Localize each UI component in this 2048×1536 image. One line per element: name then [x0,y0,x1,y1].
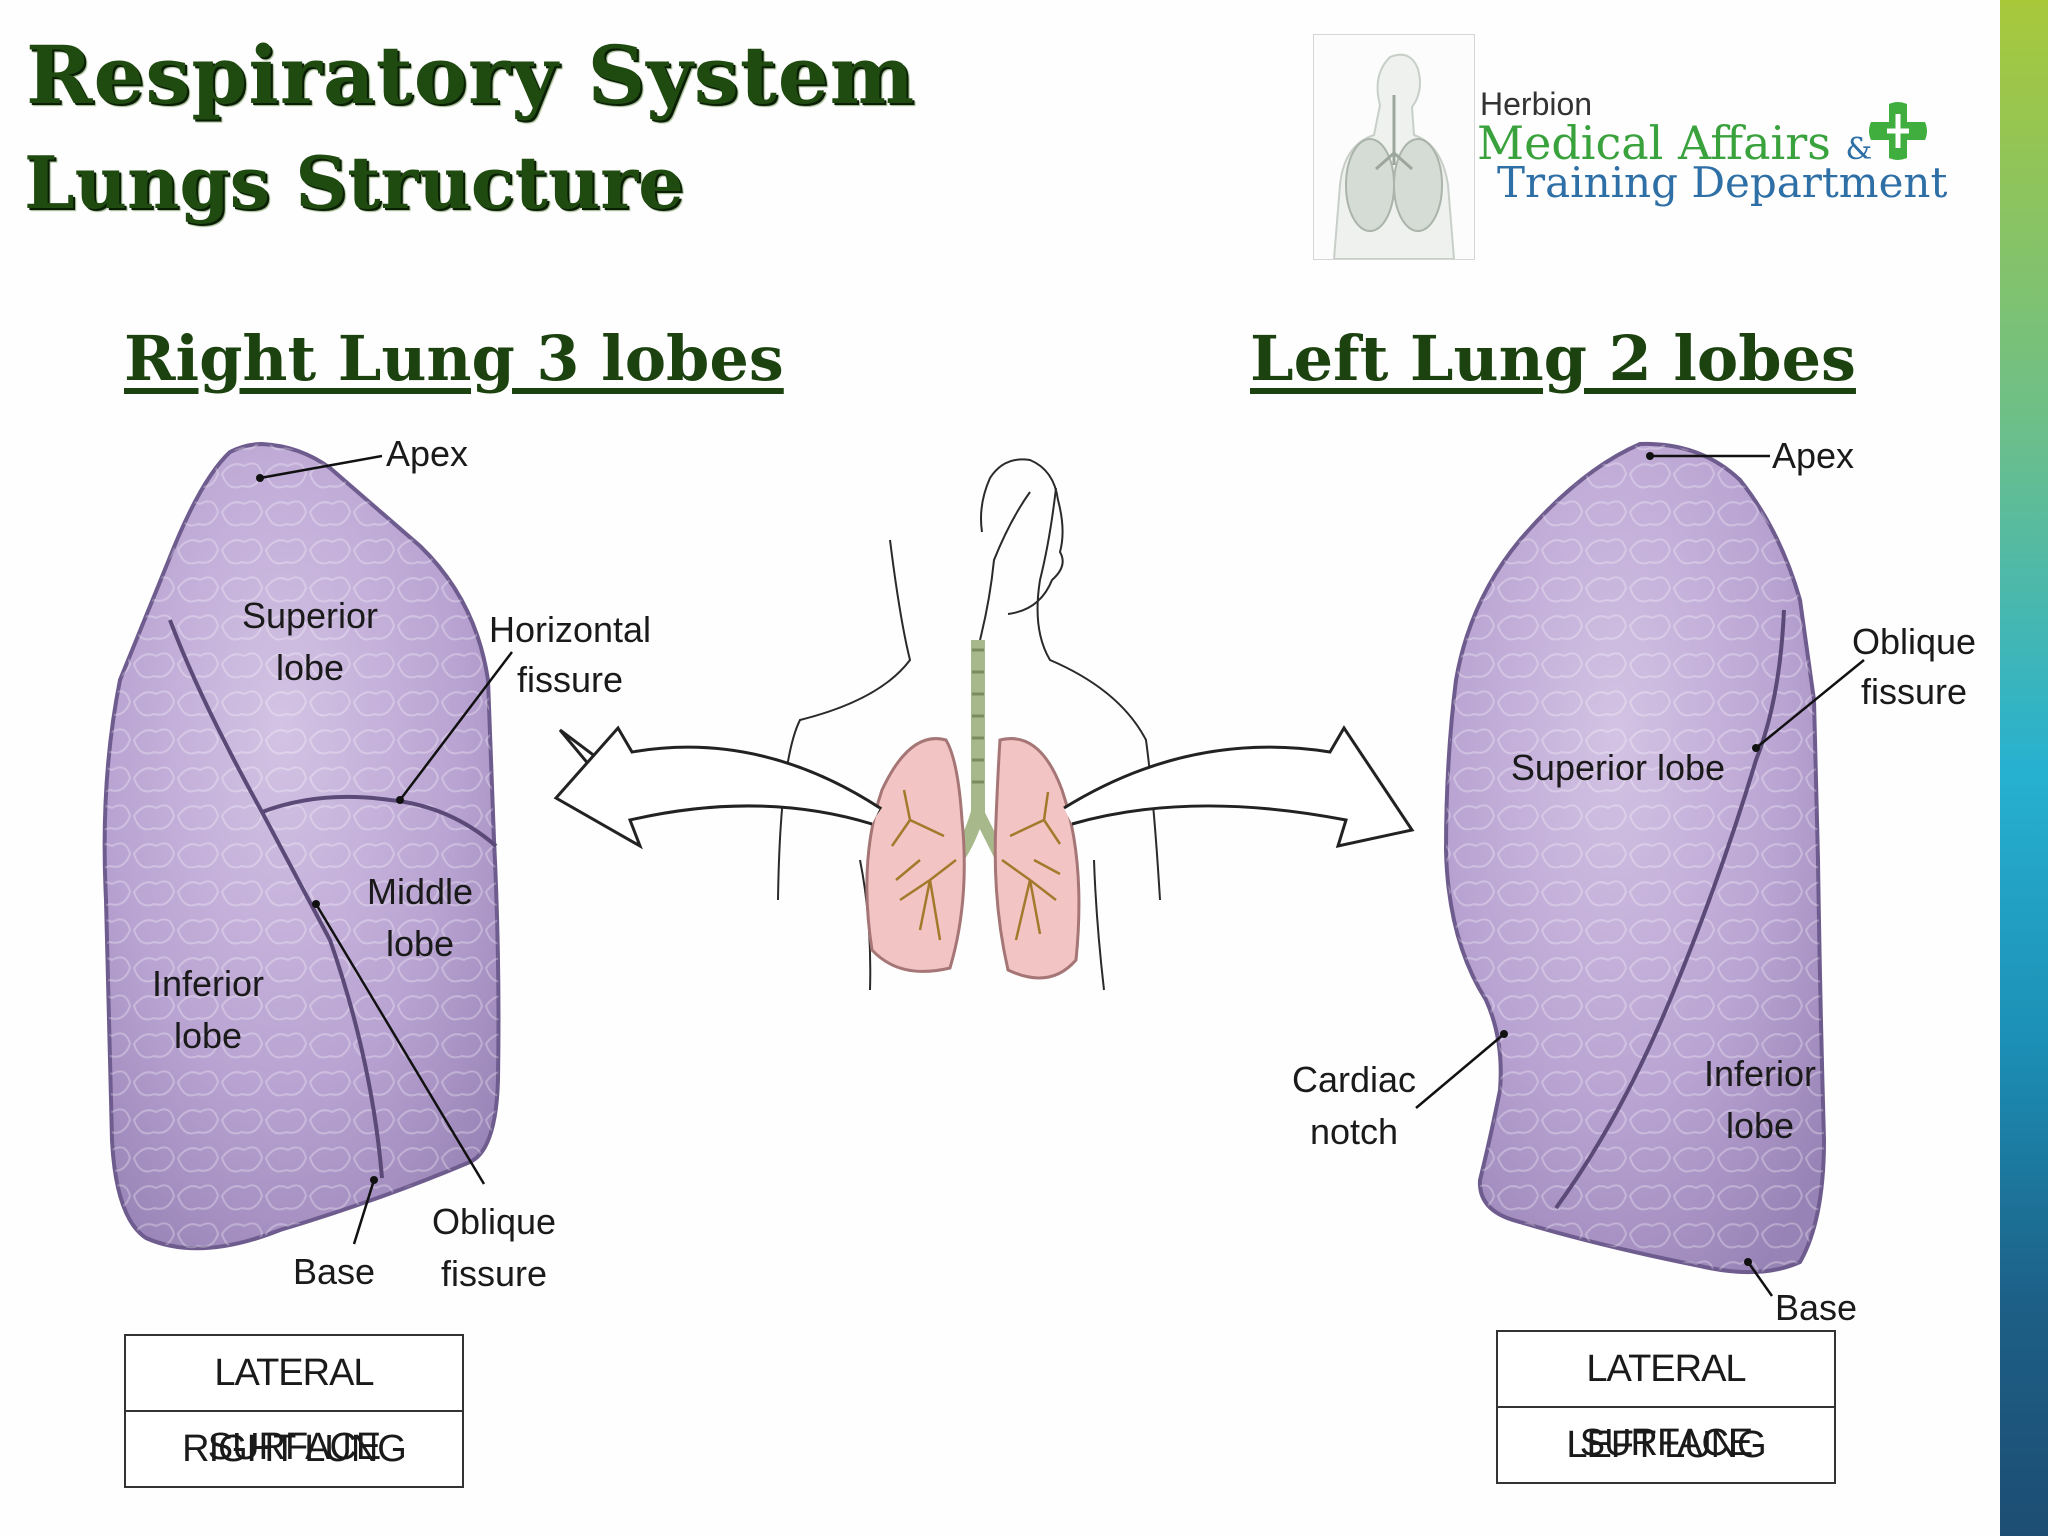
right-inferior-lobe-label-1: Inferior [152,963,264,1004]
right-lung-leader-dots [256,474,404,1184]
left-lung-leader-dots [1500,452,1760,1266]
right-superior-lobe-label-1: Superior [242,595,378,636]
left-superior-lobe-label: Superior lobe [1511,747,1725,788]
left-lung-illustration [1443,441,1827,1275]
cardiac-notch-label-1: Cardiac [1292,1059,1416,1100]
right-lung-illustration [102,441,501,1251]
right-oblique-fissure-label-2: fissure [441,1253,547,1294]
arrow-to-right-lung [553,725,883,850]
logo-line-2: Training Department [1497,158,1948,207]
torso-outline [777,458,1161,991]
right-middle-lobe-label-2: lobe [386,923,454,964]
left-inferior-lobe-label-2: lobe [1726,1105,1794,1146]
right-caption-line-1: LATERAL SURFACE [207,1352,381,1468]
left-caption-line-2: LEFT LUNG [1498,1406,1834,1482]
left-oblique-fissure-label-2: fissure [1861,671,1967,712]
logo-line-1-text: Medical Affairs [1477,116,1831,170]
slide-title: Respiratory System [26,28,916,122]
logo-thumbnail [1313,34,1475,260]
left-lung-labels: Apex Oblique fissure Superior lobe Cardi… [1292,435,1976,1328]
decorative-side-bar [2000,0,2048,1536]
left-base-label: Base [1775,1287,1857,1328]
right-lung-caption: LATERAL SURFACE RIGHT LUNG [124,1334,464,1488]
cardiac-notch-label-2: notch [1310,1111,1398,1152]
right-middle-lobe-label-1: Middle [367,871,473,912]
left-caption-line-1: LATERAL SURFACE [1579,1348,1753,1464]
left-lung-heading: Left Lung 2 lobes [1250,322,1856,395]
arrow-to-left-lung [1063,725,1415,849]
thumbnail-torso-image [1332,53,1456,260]
right-oblique-fissure-label-1: Oblique [432,1201,556,1242]
airway-lungs-illustration [865,640,1081,980]
left-apex-label: Apex [1772,435,1854,476]
right-lung-heading: Right Lung 3 lobes [124,322,784,395]
right-inferior-lobe-label-2: lobe [174,1015,242,1056]
logo-brand: Herbion [1480,86,1593,122]
left-inferior-lobe-label-1: Inferior [1704,1053,1816,1094]
right-lung-labels: Apex Superior lobe Horizontal fissure Mi… [152,433,651,1294]
left-oblique-fissure-label-1: Oblique [1852,621,1976,662]
right-lung-leader-lines [259,454,513,1245]
logo-ampersand: & [1845,132,1873,167]
left-lung-leader-lines [1415,454,1865,1297]
right-superior-lobe-label-2: lobe [276,647,344,688]
right-caption-line-2: RIGHT LUNG [126,1410,462,1486]
horizontal-fissure-label-1: Horizontal [489,609,651,650]
right-apex-label: Apex [386,433,468,474]
left-lung-caption: LATERAL SURFACE LEFT LUNG [1496,1330,1836,1484]
slide-subtitle: Lungs Structure [24,140,684,225]
herbion-cross-icon [1869,102,1927,160]
right-base-label: Base [293,1251,375,1292]
horizontal-fissure-label-2: fissure [517,659,623,700]
logo-line-1: Medical Affairs & [1477,116,1872,170]
